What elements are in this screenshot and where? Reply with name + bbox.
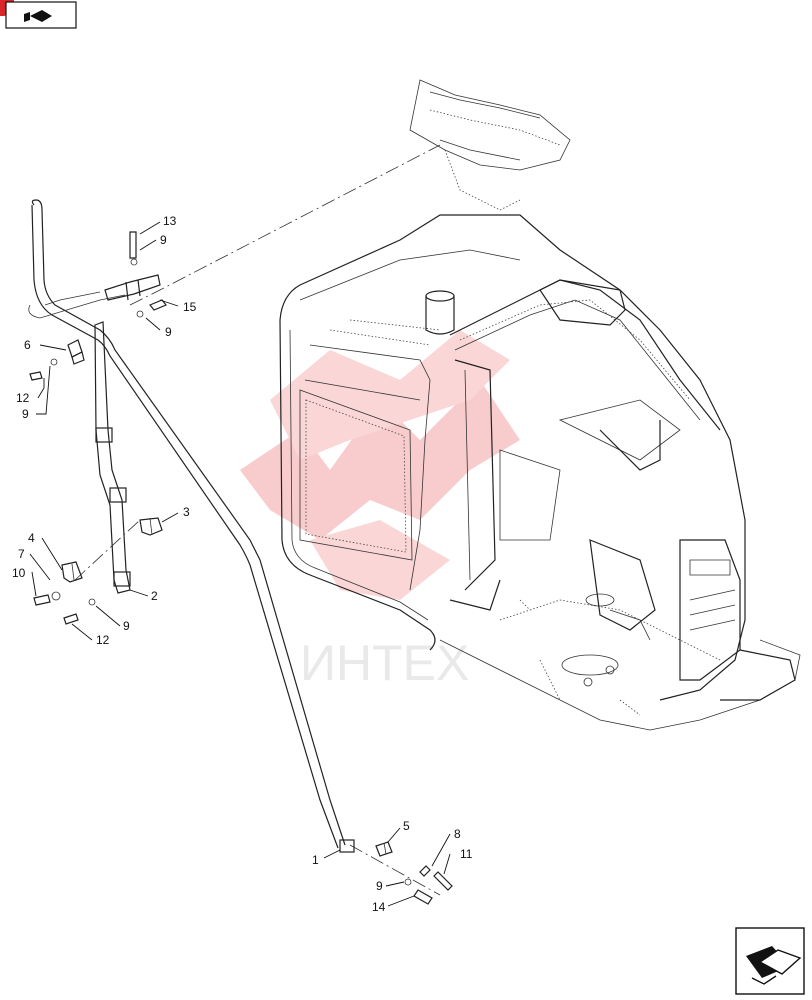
book-arrow-icon[interactable]: [0, 0, 77, 29]
callout-8: 8: [454, 827, 461, 841]
clamp-part-5: [375, 841, 393, 857]
callout-14: 14: [372, 900, 386, 914]
cab-frame: [279, 79, 801, 731]
callout-12-upper: 12: [16, 391, 30, 405]
callout-9-bottom: 9: [376, 879, 383, 893]
callout-3: 3: [183, 505, 190, 519]
callout-9-mid: 9: [123, 619, 130, 633]
top-clamp: [104, 231, 167, 318]
callout-10: 10: [12, 566, 26, 580]
watermark-text: ИНТЕХ: [300, 635, 469, 691]
assembly-line-mid: [74, 519, 141, 581]
leader-lines: [29, 221, 451, 907]
callout-9-top: 9: [160, 233, 167, 247]
next-page-arrow-icon[interactable]: [735, 927, 805, 995]
callout-2: 2: [151, 589, 158, 603]
assembly-line-bottom: [349, 844, 441, 896]
callout-11: 11: [460, 847, 473, 861]
assembly-line-top: [129, 144, 441, 306]
callout-15: 15: [183, 300, 197, 314]
callout-13: 13: [163, 214, 177, 228]
callout-12-lower: 12: [96, 633, 110, 647]
clamp-part-4: [61, 561, 83, 583]
fasteners: [29, 358, 453, 905]
clamp-part-6: [67, 339, 85, 365]
callout-7: 7: [18, 547, 25, 561]
strap-part-2: [94, 321, 131, 594]
callout-5: 5: [403, 819, 410, 833]
callout-4: 4: [28, 531, 35, 545]
watermark-logo: [240, 330, 520, 600]
handrail-part-1: [28, 199, 355, 853]
callout-9-left: 9: [22, 407, 29, 421]
callout-1: 1: [312, 853, 319, 867]
clamp-part-3: [139, 517, 163, 536]
callout-6: 6: [24, 338, 31, 352]
callout-9-upper-right: 9: [165, 325, 172, 339]
